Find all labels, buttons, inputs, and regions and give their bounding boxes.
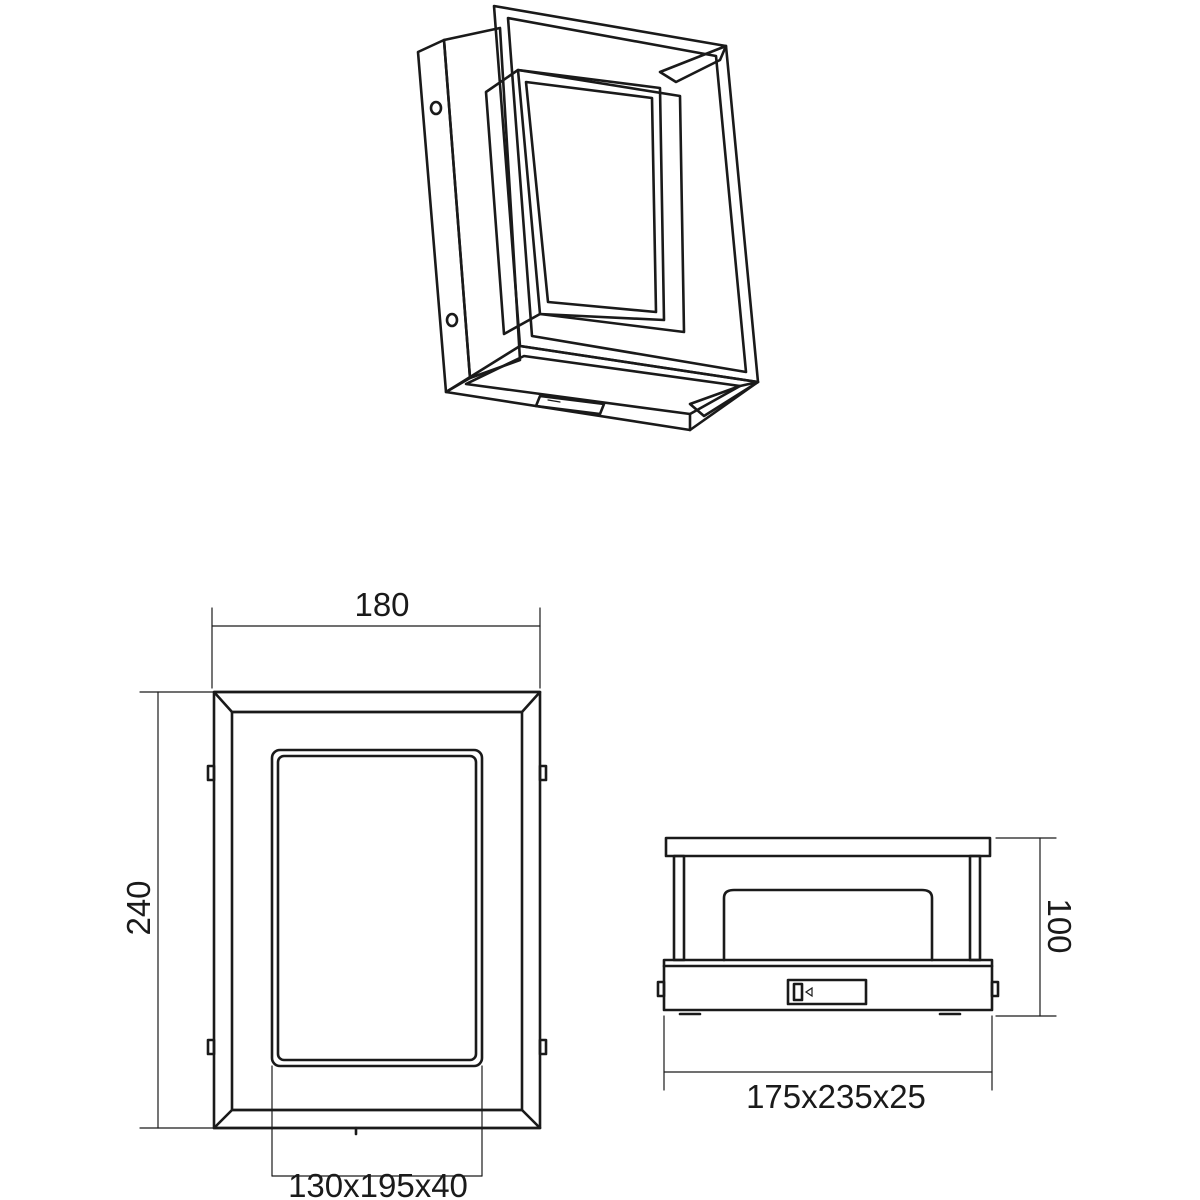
isometric-view (416, 4, 760, 432)
side-top-bar (664, 836, 992, 858)
front-outer-frame (212, 690, 542, 1130)
side-post-right (968, 854, 982, 962)
front-diffuser (270, 748, 484, 1068)
iso-switch (534, 394, 606, 416)
front-lug-tr (538, 764, 548, 782)
side-diffuser (722, 888, 934, 962)
iso-mount-hole-top (429, 100, 443, 116)
iso-back-plate (416, 38, 472, 394)
front-panel-label: 130x195x40 (288, 1167, 468, 1200)
side-switch (786, 978, 868, 1006)
front-lug-bl (206, 1038, 216, 1056)
front-view (139, 607, 548, 1177)
width-label: 180 (354, 586, 409, 623)
side-post-left (672, 854, 686, 962)
height-label: 240 (120, 880, 157, 935)
side-base (662, 958, 994, 1012)
depth-label: 100 (1041, 898, 1078, 953)
iso-mount-hole-bottom (445, 312, 459, 328)
side-box-label: 175x235x25 (746, 1078, 926, 1115)
side-view (656, 836, 1057, 1091)
front-lug-tl (206, 764, 216, 782)
front-lug-br (538, 1038, 548, 1056)
